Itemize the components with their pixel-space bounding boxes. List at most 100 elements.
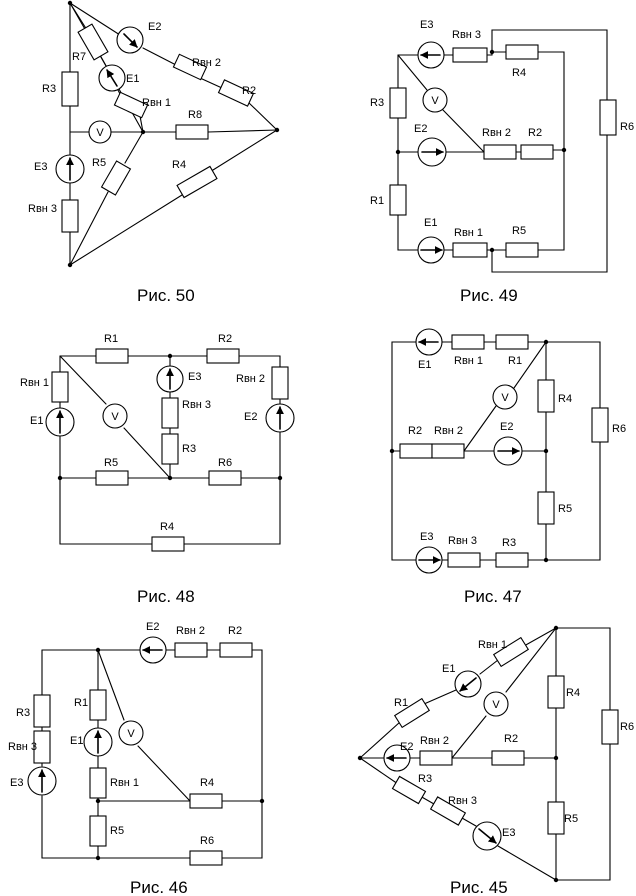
label-r4: R4 <box>566 687 580 699</box>
wire <box>359 757 399 785</box>
resistor-rvn3 <box>429 796 467 826</box>
wire <box>124 131 144 164</box>
wire <box>212 129 278 171</box>
caption-fig47: Рис. 47 <box>464 587 522 606</box>
wire <box>423 689 457 705</box>
label-v: V <box>501 392 509 404</box>
label-r1: R1 <box>370 195 384 207</box>
voltmeter <box>422 87 448 113</box>
label-v: V <box>111 411 119 423</box>
wire <box>397 54 428 91</box>
voltmeter <box>492 384 518 410</box>
label-rvn1: Rвн 1 <box>478 639 507 651</box>
label-v: V <box>96 127 104 139</box>
label-r7: R7 <box>72 51 86 63</box>
wire <box>238 355 281 368</box>
node <box>140 129 146 135</box>
label-r1: R1 <box>394 697 408 709</box>
resistor-r3 <box>161 433 179 465</box>
resistor-r5 <box>505 242 539 258</box>
wire <box>183 477 281 545</box>
label-e2: E2 <box>148 21 161 33</box>
label-e1: E1 <box>418 359 431 371</box>
label-e2: E2 <box>500 421 513 433</box>
label-rvn1: Rвн 1 <box>20 377 49 389</box>
label-e2: E2 <box>414 123 427 135</box>
resistor-r8 <box>175 124 209 140</box>
resistor-r3 <box>61 71 79 107</box>
wire <box>41 795 191 859</box>
figure-48: V R1 R2 Rвн 1 E3 Rвн 2 E1 Rвн 3 E2 R3 R5… <box>20 333 295 606</box>
label-r6: R6 <box>218 457 232 469</box>
node <box>543 339 549 345</box>
wire <box>461 817 477 827</box>
label-rvn2: Rвн 2 <box>192 57 221 69</box>
resistor-rvn3 <box>452 47 488 63</box>
label-e3: E3 <box>34 161 47 173</box>
figure-50: V R3 R7 E2 E1 Rвн 2 R2 Rвн 1 R8 E3 R5 R4… <box>28 0 280 305</box>
wire <box>251 649 263 802</box>
node <box>95 647 101 653</box>
node <box>259 798 265 804</box>
wire <box>247 101 278 131</box>
wire <box>527 341 601 409</box>
label-r3: R3 <box>182 443 196 455</box>
arrow-icon <box>459 677 477 692</box>
label-r5: R5 <box>558 503 572 515</box>
wire <box>505 627 557 693</box>
wire <box>397 214 419 251</box>
node <box>553 877 559 883</box>
resistor-r5 <box>547 801 565 835</box>
resistor-rvn2 <box>483 144 517 160</box>
label-rvn3: Rвн 3 <box>448 535 477 547</box>
label-r4: R4 <box>512 67 526 79</box>
resistor-r6 <box>208 470 242 486</box>
wire <box>359 721 401 759</box>
label-e1: E1 <box>424 217 437 229</box>
wire <box>137 745 191 802</box>
label-r3: R3 <box>42 83 56 95</box>
label-rvn3: Rвн 3 <box>448 795 477 807</box>
resistor-rvn1 <box>452 242 488 258</box>
resistor-r1 <box>95 348 129 364</box>
label-v: V <box>127 728 135 740</box>
resistor-r6 <box>601 709 619 745</box>
node <box>67 262 73 268</box>
wire <box>491 134 608 273</box>
label-r5: R5 <box>92 157 106 169</box>
wire <box>69 191 109 266</box>
node <box>553 625 559 631</box>
arrow-icon <box>123 33 138 48</box>
resistor-r1 <box>389 184 407 216</box>
wire <box>513 341 547 389</box>
label-r5: R5 <box>110 825 124 837</box>
label-r3: R3 <box>502 537 516 549</box>
node <box>95 855 101 861</box>
resistor-r4 <box>505 44 539 60</box>
resistor-rvn2 <box>431 443 465 459</box>
wire <box>142 47 179 67</box>
label-rvn1: Rвн 1 <box>110 777 139 789</box>
label-e1: E1 <box>30 415 43 427</box>
resistor-r2 <box>219 642 253 658</box>
wire <box>59 435 97 479</box>
resistor-r1 <box>393 697 431 729</box>
resistor-rvn3 <box>33 730 51 764</box>
label-rvn3: Rвн 3 <box>182 399 211 411</box>
resistor-rvn2 <box>172 53 208 81</box>
label-r5: R5 <box>512 225 526 237</box>
wire <box>442 109 485 153</box>
resistor-rvn1 <box>451 334 485 350</box>
label-e3: E3 <box>10 777 23 789</box>
caption-fig49: Рис. 49 <box>460 286 518 305</box>
label-e1: E1 <box>126 73 139 85</box>
arrow-icon <box>478 828 497 844</box>
caption-fig48: Рис. 48 <box>137 587 195 606</box>
node <box>553 755 559 761</box>
label-rvn2: Rвн 2 <box>420 735 449 747</box>
label-rvn1: Rвн 1 <box>454 355 483 367</box>
caption-fig46: Рис. 46 <box>130 878 188 896</box>
resistor-r1 <box>495 334 529 350</box>
resistor-rvn2 <box>271 366 289 400</box>
